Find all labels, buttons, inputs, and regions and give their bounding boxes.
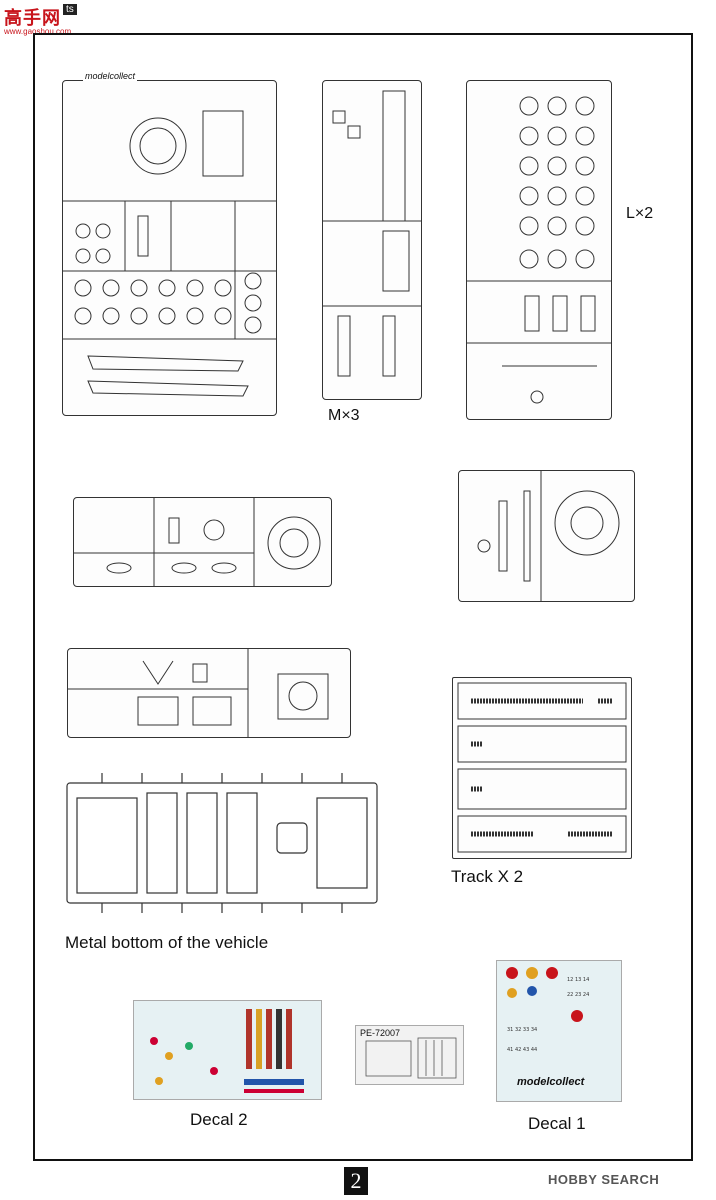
sprue-turret-interior-drawing [477,471,620,601]
svg-text:41 42 43 44: 41 42 43 44 [507,1047,537,1053]
pe-sheet-code: PE-72007 [360,1028,401,1038]
page-number: 2 [344,1167,368,1195]
decal-1-drawing: 12 13 14 22 23 24 31 32 33 34 41 42 43 44 [506,967,589,1053]
sprue-small-parts [73,497,332,587]
svg-text:31 32 33 34: 31 32 33 34 [507,1027,537,1033]
track-frets-drawing [457,682,627,853]
svg-text:12 13 14: 12 13 14 [567,977,589,983]
sprue-hull-details [67,648,351,738]
decal-2-drawing [150,1009,304,1093]
sprue-turret-interior [458,470,635,602]
track-frets [452,677,632,859]
metal-bottom-part [62,768,392,918]
photo-etch-sheet: PE-72007 [355,1025,464,1085]
sprue-brand-label: modelcollect [83,71,138,81]
metal-bottom-drawing [66,773,378,913]
decal-2-sheet [133,1000,322,1100]
decal-1-label: Decal 1 [528,1114,586,1133]
track-quantity-label: Track X 2 [451,867,524,886]
sprue-l-quantity-label: L×2 [626,205,654,222]
sprue-l-drawing [467,96,611,404]
site-logo-url: www.gaoshou.com [4,27,72,36]
svg-text:22 23 24: 22 23 24 [567,992,589,998]
photo-etch-drawing [365,1037,457,1079]
sprue-m-quantity-label: M×3 [328,407,360,424]
hobby-search-watermark: HOBBY SEARCH [548,1172,660,1187]
decal-2-label: Decal 2 [190,1110,248,1129]
metal-bottom-label: Metal bottom of the vehicle [65,933,269,952]
sprue-m-drawing [323,90,421,377]
page-frame [33,33,693,1161]
sprue-hull-wheels-drawing [63,110,276,397]
site-logo-badge: ts [63,4,77,15]
decal-1-brand: modelcollect [517,1076,585,1088]
sprue-l [466,80,612,420]
sprue-hull-details-drawing [68,649,329,737]
site-logo-text: 高手网 [4,8,61,29]
sprue-m [322,80,422,400]
sprue-hull-wheels: modelcollect [62,71,277,416]
sprue-small-parts-drawing [74,498,321,586]
